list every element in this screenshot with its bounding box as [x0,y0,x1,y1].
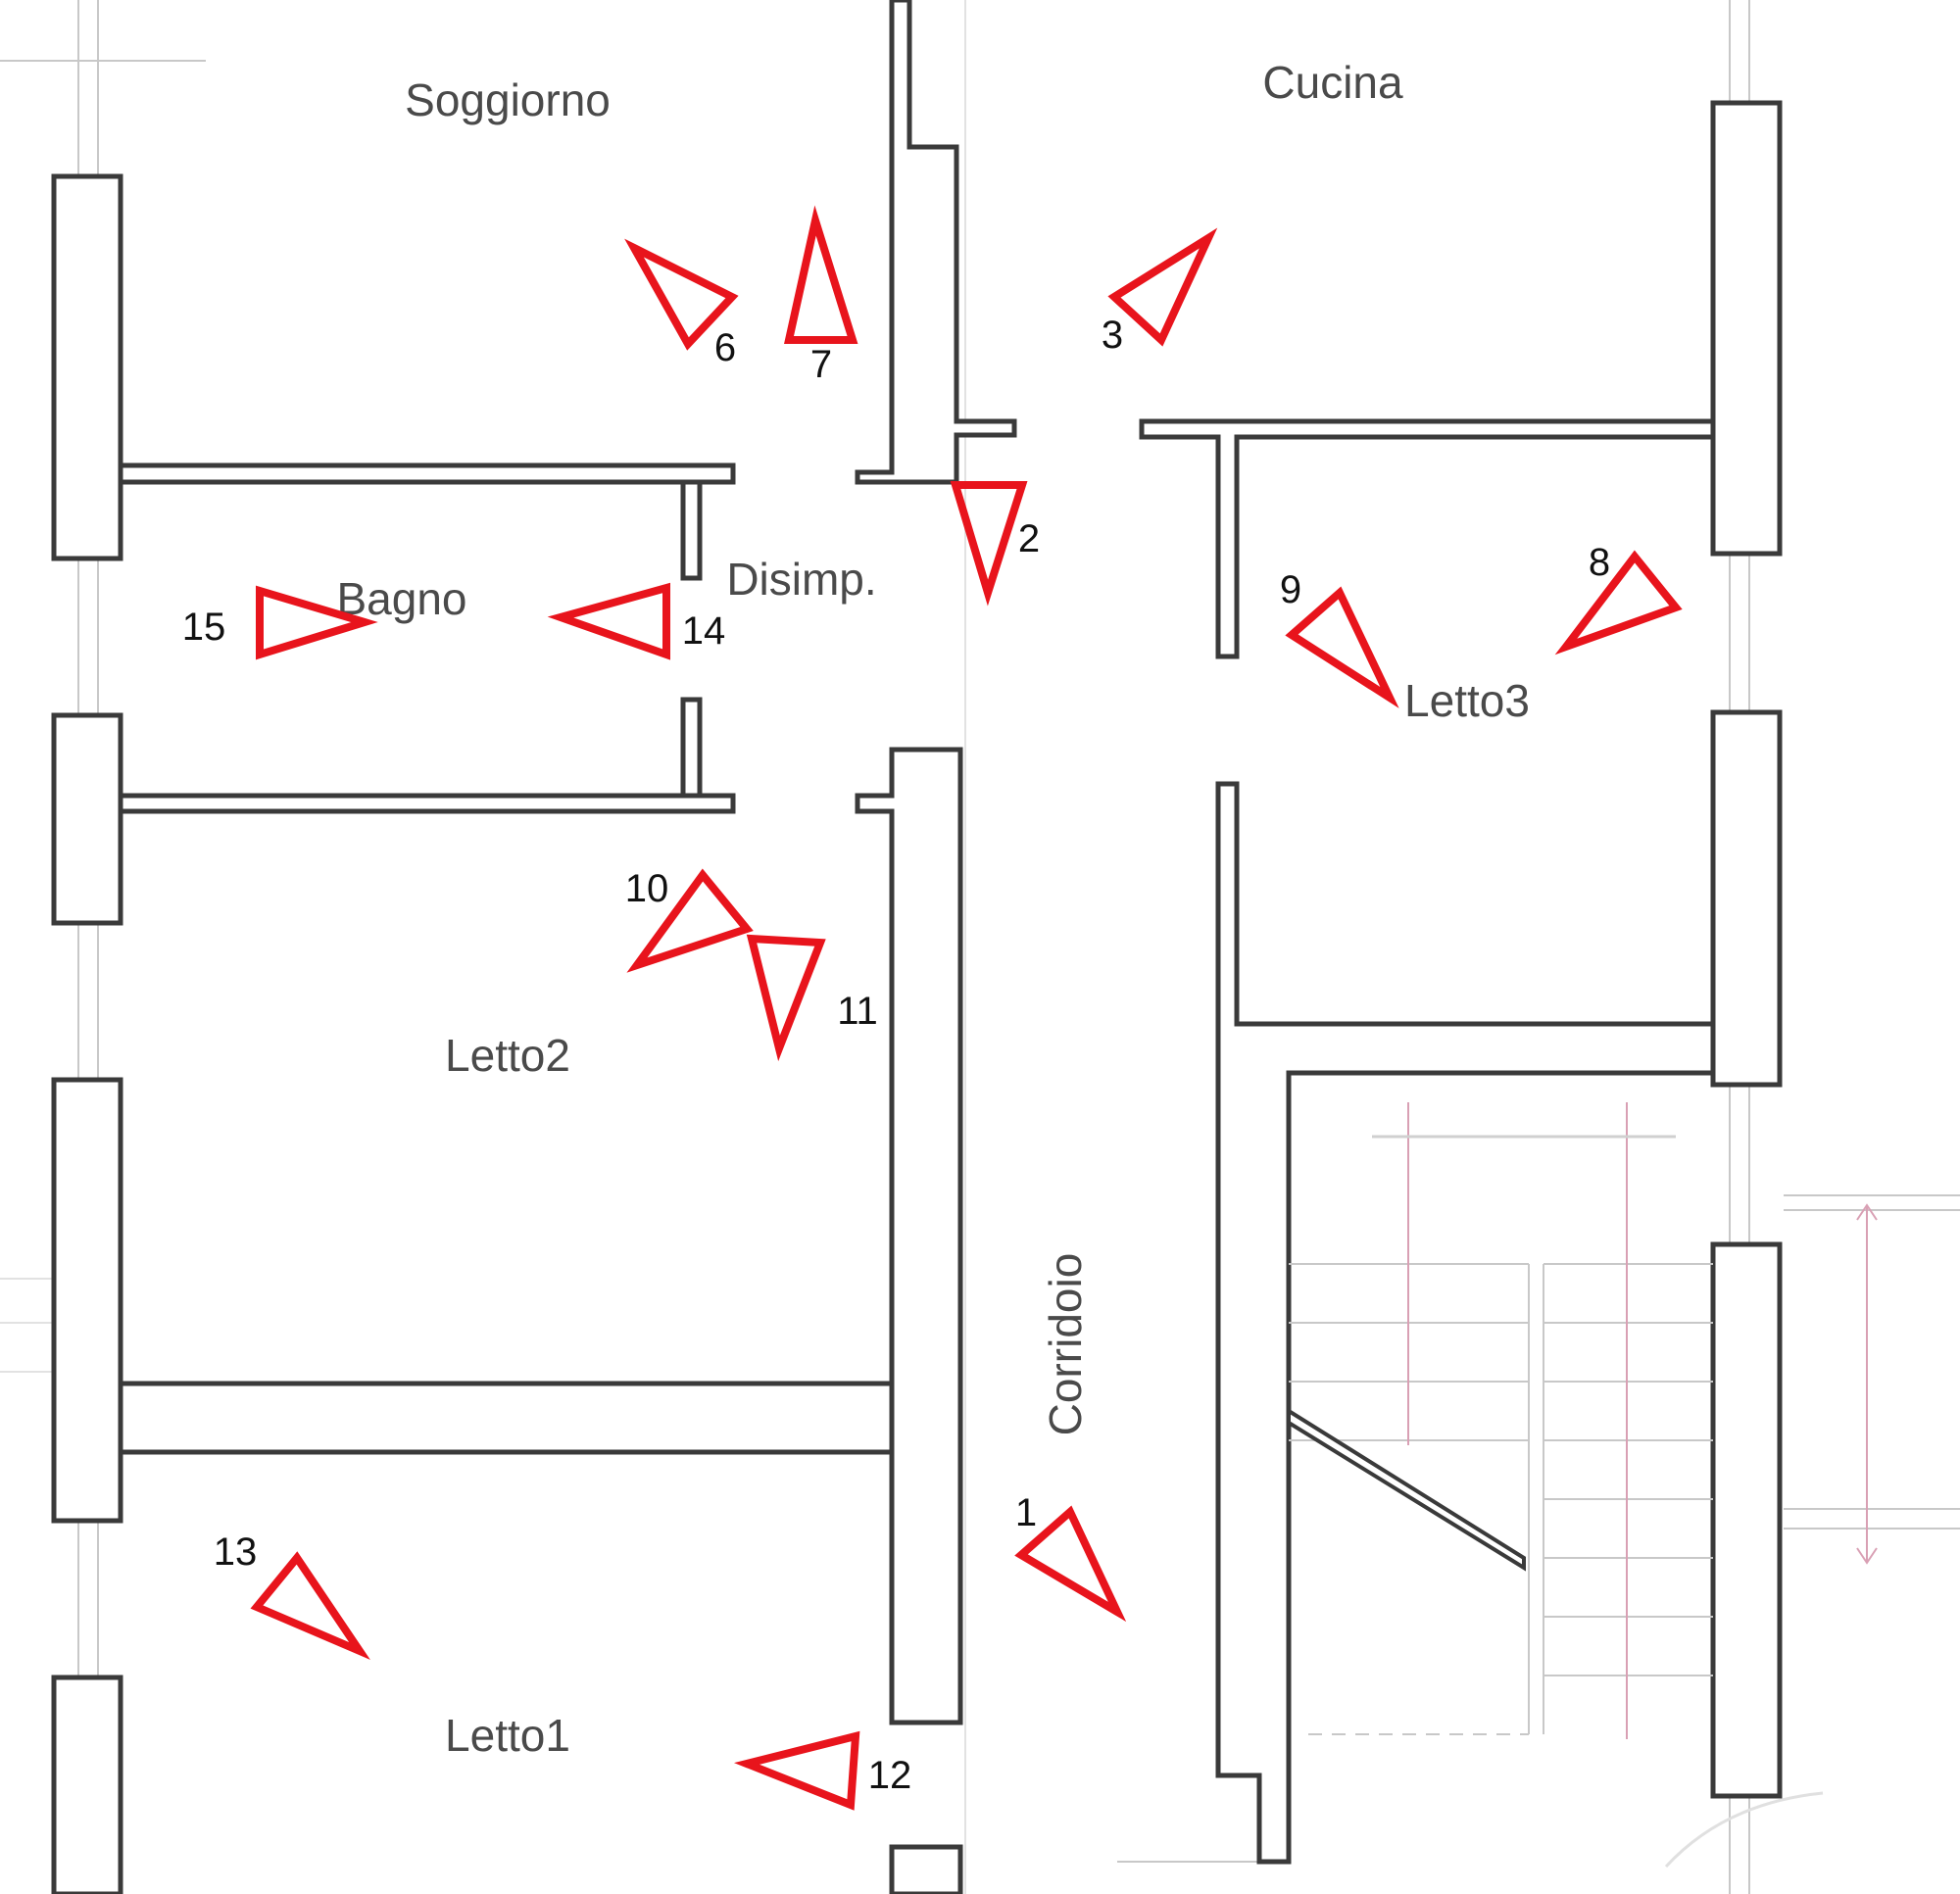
room-label-disimp: Disimp. [726,554,876,605]
wall-bagno-stub-top [680,479,703,581]
wall-central-lower [855,747,963,1725]
camera-marker-number-9: 9 [1280,568,1301,611]
room-label-letto1: Letto1 [445,1710,570,1761]
wall-right-2 [1710,709,1783,1088]
room-label-bagno: Bagno [336,573,466,624]
camera-marker-number-8: 8 [1589,541,1610,584]
wall-left-1 [51,173,123,561]
walls [51,0,1783,1894]
camera-marker-number-3: 3 [1102,314,1123,357]
room-label-soggiorno: Soggiorno [405,74,611,125]
wall-soggiorno-bagno [118,462,736,485]
room-label-letto3: Letto3 [1404,675,1530,726]
wall-bagno-stub-bottom [680,697,703,799]
wall-left-4 [51,1675,123,1894]
camera-marker-3 [1107,227,1218,347]
wall-left-2 [51,712,123,926]
camera-marker-12 [734,1730,860,1811]
camera-marker-9 [1285,586,1399,708]
camera-marker-10 [626,868,754,973]
camera-marker-number-7: 7 [810,343,832,386]
camera-marker-number-14: 14 [682,609,726,653]
camera-marker-13 [250,1551,370,1661]
wall-letto3-corridoio [1215,781,1716,1865]
camera-marker-number-11: 11 [837,990,878,1033]
wall-left-3 [51,1077,123,1524]
wall-right-3 [1710,1241,1783,1799]
camera-marker-2 [950,481,1028,607]
camera-marker-number-15: 15 [182,606,226,649]
staircase [1287,1102,1878,1869]
room-label-letto2: Letto2 [445,1030,570,1081]
room-label-corridoio: Corridoio [1040,1253,1091,1436]
wall-right-1 [1710,100,1783,557]
camera-marker-14 [547,582,670,660]
wall-bagno-letto2 [118,793,736,814]
wall-letto2-letto1 [118,1381,895,1455]
room-label-cucina: Cucina [1262,57,1403,108]
wall-central-upper [855,0,1017,485]
camera-marker-11 [746,934,826,1062]
camera-marker-1 [1014,1505,1127,1623]
camera-marker-number-6: 6 [714,326,736,369]
camera-marker-number-2: 2 [1018,517,1040,560]
camera-marker-number-10: 10 [625,867,669,910]
camera-marker-number-12: 12 [868,1754,912,1797]
camera-marker-6 [624,238,739,351]
camera-marker-number-13: 13 [214,1530,258,1574]
camera-marker-7 [784,205,858,344]
camera-marker-8 [1554,550,1683,656]
camera-marker-number-1: 1 [1015,1491,1037,1534]
camera-marker-15 [256,585,378,660]
wall-bottom-stub [889,1844,963,1894]
